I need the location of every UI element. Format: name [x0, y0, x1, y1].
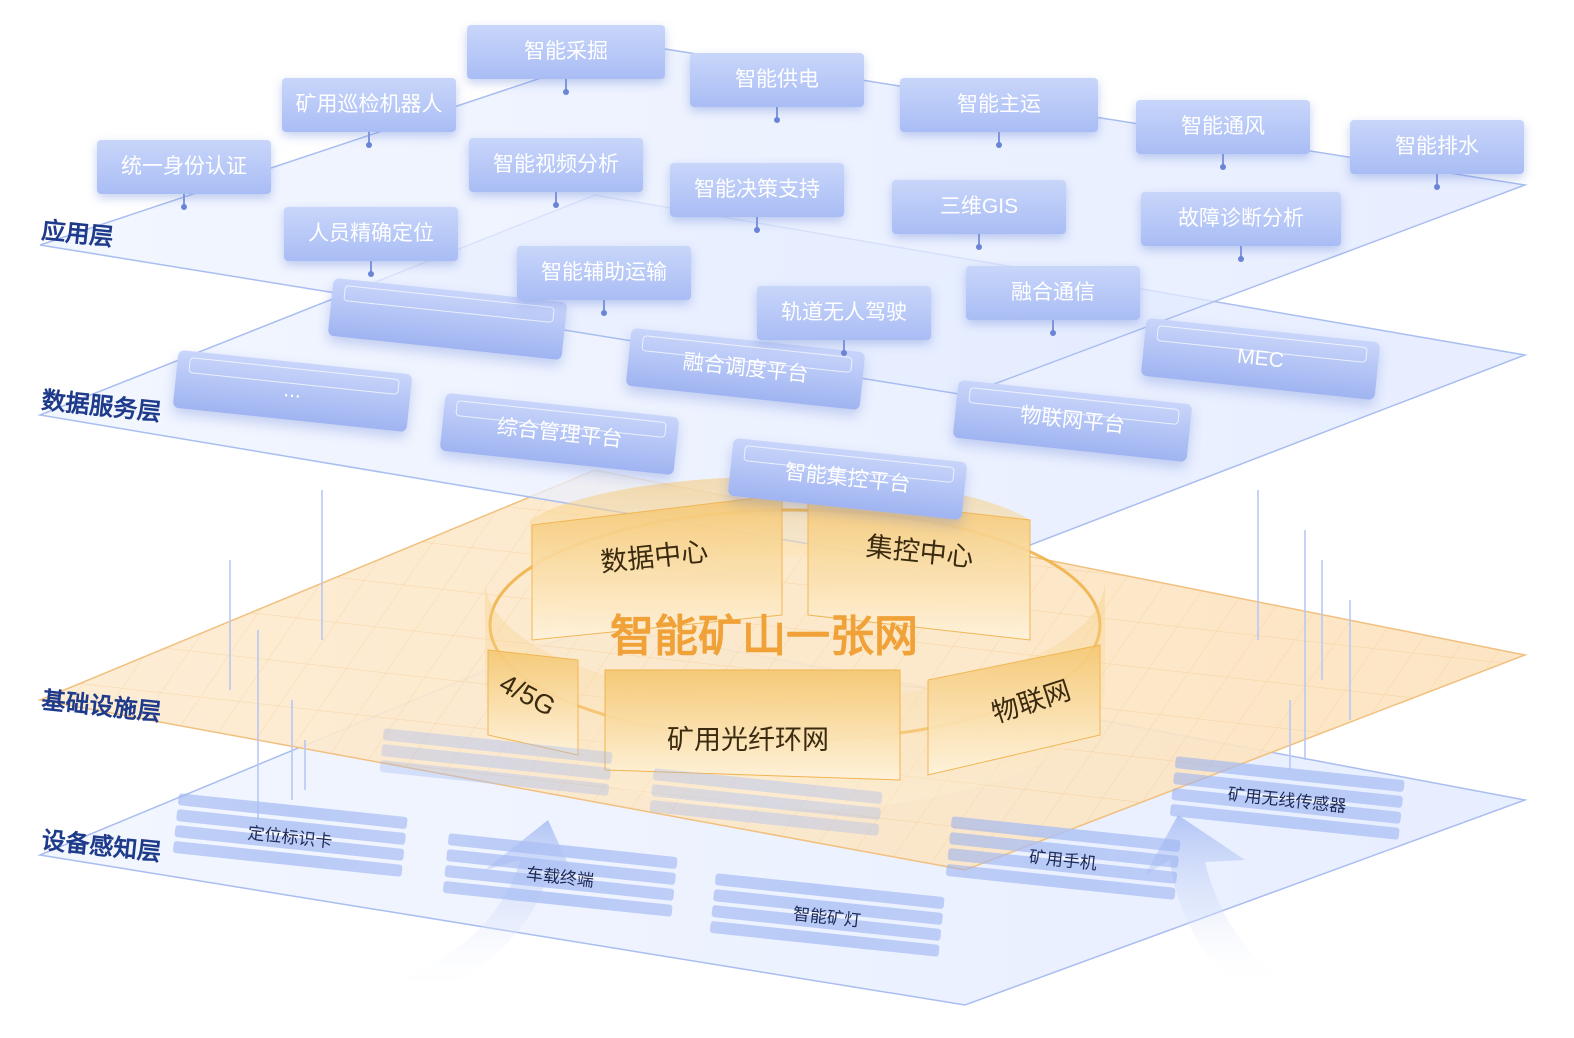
app-tag-label: 故障诊断分析 — [1178, 207, 1304, 230]
ring-label-fiber-ring: 矿用光纤环网 — [667, 725, 829, 755]
app-tag: 智能主运 — [900, 78, 1098, 148]
app-tag: 智能供电 — [690, 53, 864, 123]
app-tag: 智能视频分析 — [469, 138, 643, 208]
app-tag-label: 智能视频分析 — [493, 153, 619, 176]
app-tag-label: 智能决策支持 — [694, 178, 820, 201]
app-tag-label: 三维GIS — [939, 195, 1019, 218]
light-lines — [229, 490, 1351, 820]
app-tag-label: 人员精确定位 — [308, 222, 434, 245]
layer-label-application: 应用层 — [40, 217, 115, 252]
app-tag-label: 统一身份认证 — [121, 155, 247, 178]
ring-segment-iot — [927, 644, 1101, 776]
app-tag-label: 智能采掘 — [524, 40, 608, 63]
app-tag: 智能通风 — [1136, 100, 1310, 170]
app-tag: 人员精确定位 — [284, 207, 458, 277]
app-tag: 智能排水 — [1350, 120, 1524, 190]
app-tag-label: 智能通风 — [1181, 115, 1265, 138]
upward-arrow-right-icon — [1145, 815, 1285, 990]
ring-segment-datacenter — [531, 494, 783, 641]
app-tag: 智能采掘 — [467, 25, 665, 95]
app-tag: 统一身份认证 — [97, 140, 271, 210]
app-tag: 三维GIS — [892, 180, 1066, 250]
app-tag-label: 智能供电 — [735, 68, 819, 91]
ring-segment-45g — [487, 649, 579, 756]
app-tag: 融合通信 — [966, 266, 1140, 336]
app-tag-label: 矿用巡检机器人 — [295, 93, 443, 116]
app-tag-label: 智能排水 — [1395, 135, 1479, 158]
app-tag: 矿用巡检机器人 — [282, 78, 456, 148]
core-title: 智能矿山一张网 — [610, 612, 918, 661]
app-tag-label: 智能主运 — [957, 93, 1041, 116]
app-tag: 轨道无人驾驶 — [757, 286, 931, 356]
app-tag: 智能辅助运输 — [517, 246, 691, 316]
app-tag-label: 轨道无人驾驶 — [781, 301, 907, 324]
ring-segment-fiber — [604, 669, 901, 781]
app-tag: 故障诊断分析 — [1141, 192, 1341, 262]
app-tag: 智能决策支持 — [670, 163, 844, 233]
app-tag-label: 融合通信 — [1011, 281, 1095, 304]
app-tag-label: 智能辅助运输 — [541, 261, 667, 284]
